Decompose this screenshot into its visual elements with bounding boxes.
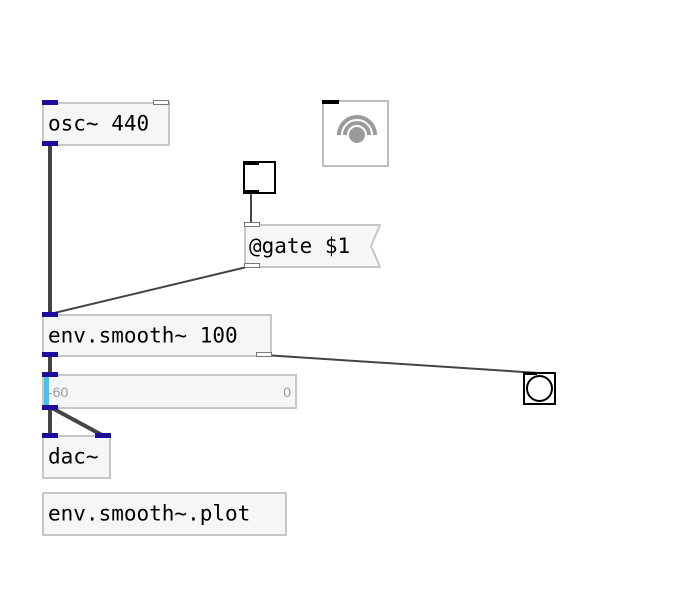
level-slider-outlet[interactable] [42,405,58,410]
osc-outlet[interactable] [42,141,58,146]
dac-object[interactable]: dac~ [42,435,111,479]
bang-circle [526,375,553,402]
gate-toggle-inlet [243,161,259,165]
level-slider-inlet[interactable] [42,372,58,377]
bang-inlet [523,372,537,375]
env-smooth-outlet-signal[interactable] [42,352,58,357]
env-smooth-object-text: env.smooth~ 100 [48,323,238,347]
gate-message-inlet[interactable] [244,222,260,227]
message-box-outline [244,224,381,268]
level-slider-min-label: -60 [48,383,69,400]
control-cable-env-to-bang [263,354,540,374]
level-slider[interactable]: -60 0 [42,374,297,409]
plot-subpatch-object[interactable]: env.smooth~.plot [42,492,287,536]
dac-inlet-right[interactable] [95,433,111,438]
gate-message-text: @gate $1 [249,234,351,258]
gate-message-outlet[interactable] [244,263,260,268]
plot-subpatch-text: env.smooth~.plot [48,501,251,526]
osc-inlet-control[interactable] [153,100,169,105]
gate-toggle-outlet [243,190,259,194]
env-smooth-object[interactable]: env.smooth~ 100 [42,314,272,357]
dsp-toggle-inlet [322,100,339,104]
signal-cable-slider-to-dac-right [51,406,103,437]
level-slider-max-label: 0 [283,383,291,400]
osc-object[interactable]: osc~ 440 [42,102,170,146]
dsp-toggle-button[interactable] [322,100,389,167]
dac-inlet-left[interactable] [42,433,58,438]
level-slider-fill [44,376,49,407]
env-smooth-inlet[interactable] [42,312,58,317]
dac-object-text: dac~ [48,444,99,469]
control-cable-msg-to-env [49,265,252,315]
osc-object-text: osc~ 440 [48,111,150,136]
bang-button[interactable] [523,372,556,405]
speaker-icon [337,115,377,143]
gate-toggle[interactable] [243,161,276,194]
env-smooth-outlet-control[interactable] [256,352,272,357]
gate-message-box[interactable]: @gate $1 [244,224,381,268]
osc-inlet-signal[interactable] [42,100,58,105]
